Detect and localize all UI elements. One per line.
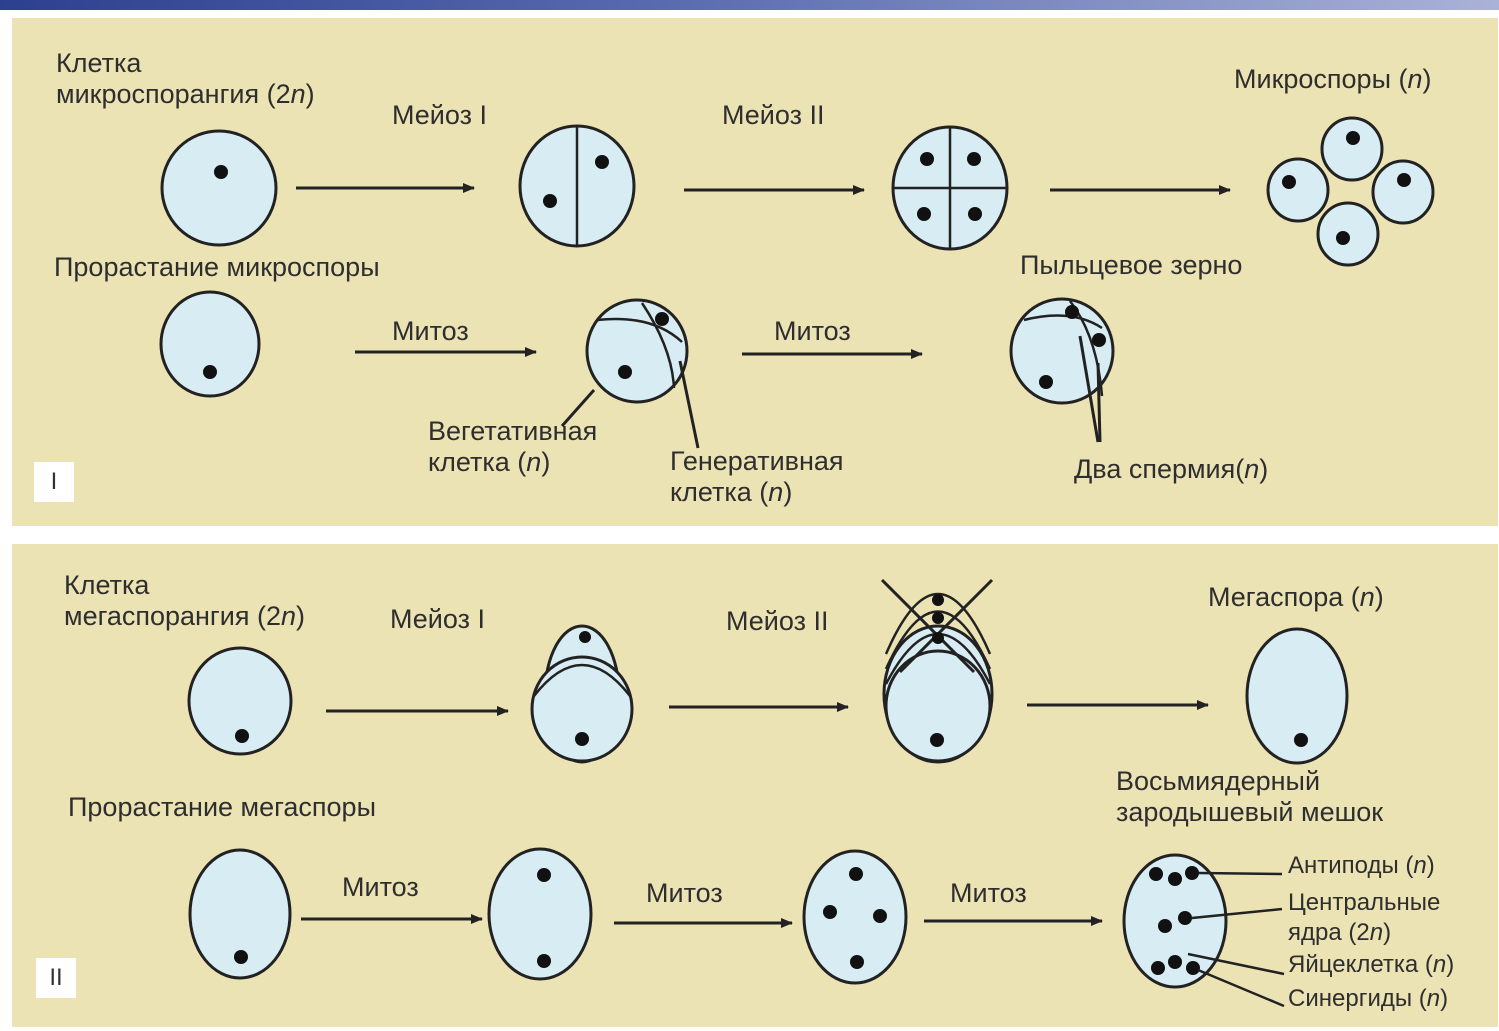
pointer-generative [680,361,698,448]
label-mitosis-1: Митоз [392,316,469,347]
label-antipodes: Антиподы (n) [1288,852,1435,880]
label-mitosis-3: Митоз [950,878,1027,909]
label-vegetative-cell: Вегетативная клетка (n) [428,416,597,478]
label-central-nuclei: Центральные ядра (2n) [1288,888,1440,948]
megaspore-tetrad [882,580,992,762]
microspores-group [1268,118,1433,265]
label-generative-cell: Генеративная клетка (n) [670,446,844,508]
label-microsporangium-cell: Клетка микроспорангия (2n) [56,48,315,110]
label-egg-cell: Яйцеклетка (n) [1288,951,1454,979]
megaspore-cell [1247,629,1347,763]
label-mitosis-2: Митоз [646,878,723,909]
pointer-antipodes [1199,873,1282,874]
four-nucleate-sac [804,851,906,983]
label-meiosis-1: Мейоз I [390,604,485,635]
embryo-sac [1124,855,1226,987]
panel-badge-i: I [34,462,74,502]
label-meiosis-2: Мейоз II [726,606,829,637]
top-accent-bar [0,0,1499,10]
label-megaspore: Мегаспора (n) [1208,582,1384,613]
microspore-cell [161,292,259,396]
label-megaspore-germination: Прорастание мегаспоры [68,792,376,823]
panel-badge-ii: II [36,958,76,998]
label-megasporangium-cell: Клетка мегаспорангия (2n) [64,570,305,632]
microsporangium-cell [162,131,276,245]
label-synergids: Синергиды (n) [1288,985,1448,1013]
two-nucleate-sac [489,849,591,979]
label-microspores: Микроспоры (n) [1234,64,1432,95]
dyad-cell [520,126,634,246]
label-pollen-grain: Пыльцевое зерно [1020,250,1242,281]
panel-microsporogenesis: Клетка микроспорангия (2n) Мейоз I Мейоз… [12,18,1498,526]
pointer-synergids [1198,970,1284,1006]
two-cell-pollen [587,300,687,402]
label-meiosis-1: Мейоз I [392,100,487,131]
label-microspore-germination: Прорастание микроспоры [54,252,380,283]
germinating-megaspore [190,850,290,978]
panel-megasporogenesis: Клетка мегаспорангия (2n) Мейоз I Мейоз … [12,544,1498,1027]
megasporangium-cell [189,648,291,754]
label-eight-nucleate-embryo-sac: Восьмиядерный зародышевый мешок [1116,766,1383,828]
megaspore-dyad [532,626,632,762]
pointer-sperm-2 [1098,363,1100,442]
label-mitosis-2: Митоз [774,316,851,347]
label-two-sperms: Два спермия(n) [1074,454,1268,485]
tetrad-cell [893,127,1007,249]
label-meiosis-2: Мейоз II [722,100,825,131]
label-mitosis-1: Митоз [342,872,419,903]
